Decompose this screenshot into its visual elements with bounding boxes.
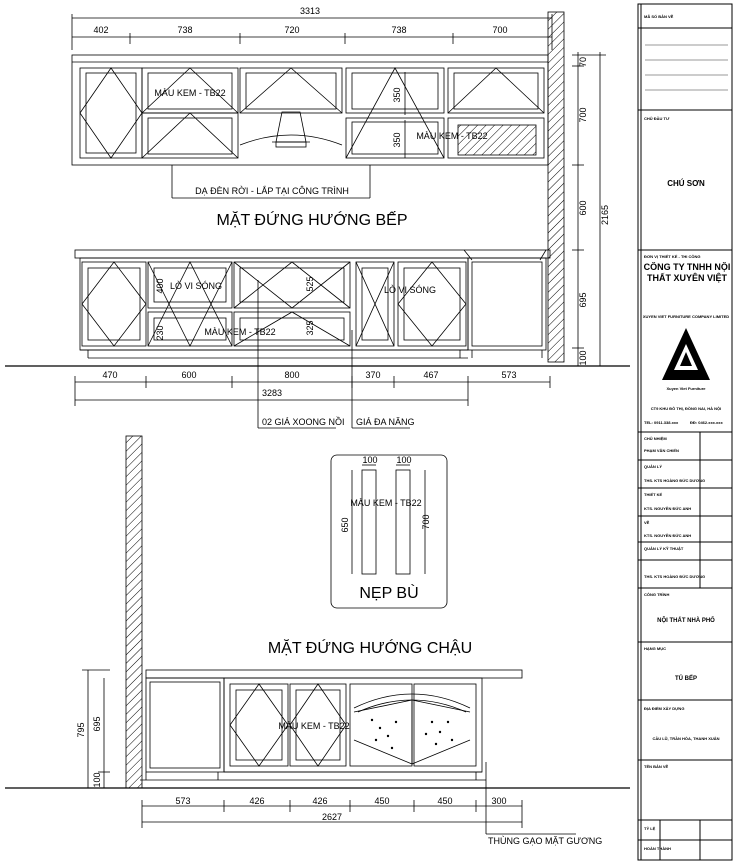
dim-sink-h-cab: 695 bbox=[92, 716, 102, 731]
trim-detail bbox=[330, 454, 448, 609]
tb-location-label: ĐỊA ĐIỂM XÂY DỰNG bbox=[644, 706, 684, 711]
sink-elevation-title: MẶT ĐỨNG HƯỚNG CHẬU bbox=[268, 638, 472, 657]
tb-owner-label: CHỦ ĐẦU TƯ bbox=[644, 116, 670, 121]
tb-item-label: HẠNG MỤC bbox=[644, 646, 666, 651]
tb-location: CẦU LŨ, TRẦN HÒA, THANH XUÂN bbox=[652, 736, 719, 741]
dim-right-600: 600 bbox=[578, 200, 588, 215]
dim-right-70: 70 bbox=[578, 57, 588, 67]
label-light-note: DẠ ĐÈN RỜI - LẮP TẠI CÔNG TRÌNH bbox=[195, 186, 349, 196]
label-color-sink: MÀU KEM - TB22 bbox=[278, 721, 349, 731]
dim-trim-h1: 650 bbox=[340, 517, 350, 532]
tb-name-4: KTS. NGUYỄN ĐỨC ANH bbox=[644, 533, 691, 538]
dim-sink-h-base: 100 bbox=[92, 772, 102, 787]
dim-right-700: 700 bbox=[578, 107, 588, 122]
tb-address: CT9 KHU ĐÔ THỊ, ĐỒNG NAI, HÀ NỘI bbox=[651, 406, 721, 411]
dim-top-4: 738 bbox=[391, 25, 406, 35]
dim-bottom-4: 370 bbox=[365, 370, 380, 380]
sink-door-pattern bbox=[370, 718, 454, 750]
dim-trim-w2: 100 bbox=[396, 455, 411, 465]
tb-scale-label: TỶ LỆ bbox=[644, 826, 656, 831]
sink-elevation bbox=[5, 435, 630, 835]
tb-date-label: HOÀN THÀNH bbox=[644, 846, 671, 851]
dim-sink-h-total: 795 bbox=[76, 722, 86, 737]
label-oven-right: LÒ VI SÓNG bbox=[384, 285, 436, 295]
tb-item: TỦ BẾP bbox=[675, 675, 697, 682]
dim-sink-6: 300 bbox=[491, 796, 506, 806]
label-oven-left: LÒ VI SÓNG bbox=[170, 281, 222, 291]
dim-sink-1: 573 bbox=[175, 796, 190, 806]
dim-sink-2: 426 bbox=[249, 796, 264, 806]
dim-upper-350b: 350 bbox=[392, 132, 402, 147]
dim-bottom-total: 3283 bbox=[262, 388, 282, 398]
tb-sheet-label: TÊN BẢN VẼ bbox=[644, 764, 669, 769]
kitchen-elevation bbox=[5, 11, 630, 429]
tb-role-4: VẼ bbox=[644, 520, 650, 525]
tb-logo-caption: Xuyen Viet Furniture bbox=[666, 386, 706, 391]
tb-role-3: THIẾT KẾ bbox=[644, 492, 663, 497]
dim-right-695: 695 bbox=[578, 292, 588, 307]
label-color-lower: MÀU KEM - TB22 bbox=[204, 327, 275, 337]
tb-role-1: CHỦ NHIỆM bbox=[644, 436, 667, 441]
label-color-upper-left: MÀU KEM - TB22 bbox=[154, 88, 225, 98]
label-color-trim: MÀU KEM - TB22 bbox=[350, 498, 421, 508]
title-block bbox=[637, 3, 733, 861]
dim-lower-400: 400 bbox=[155, 278, 165, 293]
tb-name-1: PHẠM VĂN CHIẾN bbox=[644, 448, 679, 453]
dim-bottom-5: 467 bbox=[423, 370, 438, 380]
dim-right-100: 100 bbox=[578, 350, 588, 365]
dim-bottom-6: 573 bbox=[501, 370, 516, 380]
dim-trim-h2: 700 bbox=[421, 514, 431, 529]
dim-total-top: 3313 bbox=[300, 6, 320, 16]
dim-sink-total: 2627 bbox=[322, 812, 342, 822]
dim-bottom-2: 600 bbox=[181, 370, 196, 380]
tb-drawing-code: MÃ SỐ BẢN VẼ bbox=[644, 14, 674, 19]
dim-bottom-1: 470 bbox=[102, 370, 117, 380]
tb-role-2: QUẢN LÝ bbox=[644, 464, 662, 469]
kitchen-elevation-title: MẶT ĐỨNG HƯỚNG BẾP bbox=[217, 210, 408, 229]
tb-project: NỘI THẤT NHÀ PHỐ bbox=[657, 616, 715, 624]
dim-top-1: 402 bbox=[93, 25, 108, 35]
tb-name-2: THS. KTS HOÀNG ĐỨC DƯƠNG bbox=[644, 478, 705, 483]
dim-lower-230: 230 bbox=[155, 325, 165, 340]
label-multi-rack: GIÁ ĐA NĂNG bbox=[356, 417, 415, 427]
tb-tel: TEL: 0911.338.xxx bbox=[644, 420, 679, 425]
label-pot-rack: 02 GIÁ XOONG NỒI bbox=[262, 416, 345, 427]
dim-lower-325: 325 bbox=[305, 320, 315, 335]
dim-bottom-3: 800 bbox=[284, 370, 299, 380]
dim-upper-350a: 350 bbox=[392, 87, 402, 102]
dim-sink-5: 450 bbox=[437, 796, 452, 806]
tb-name-3: KTS. NGUYỄN ĐỨC ANH bbox=[644, 506, 691, 511]
company-logo bbox=[662, 328, 710, 380]
tb-company-wrap: CÔNG TY TNHH NỘI THẤT XUYÊN VIỆT bbox=[643, 262, 731, 283]
label-rice-bin: THÙNG GẠO MẶT GƯƠNG bbox=[488, 836, 602, 846]
tb-project-label: CÔNG TRÌNH bbox=[644, 592, 669, 597]
label-color-upper-right: MÀU KEM - TB22 bbox=[416, 131, 487, 141]
tb-firm-label: ĐƠN VỊ THIẾT KẾ - THI CÔNG bbox=[644, 254, 701, 259]
tb-role-5: QUẢN LÝ KỸ THUẬT bbox=[644, 546, 684, 551]
dim-sink-4: 450 bbox=[374, 796, 389, 806]
tb-company: CÔNG TY TNHH NỘI THẤT XUYÊN VIỆT bbox=[643, 262, 731, 283]
tb-company-en: XUYEN VIET FURNITURE COMPANY LIMITED bbox=[643, 314, 729, 319]
dim-lower-525: 525 bbox=[305, 276, 315, 291]
tb-name-5: THS. KTS HOÀNG ĐỨC DƯƠNG bbox=[644, 574, 705, 579]
dim-top-3: 720 bbox=[284, 25, 299, 35]
dim-top-2: 738 bbox=[177, 25, 192, 35]
tb-fax: ĐĐ: 0462.xxx.xxx bbox=[690, 420, 723, 425]
dim-trim-w1: 100 bbox=[362, 455, 377, 465]
tb-owner: CHÚ SƠN bbox=[667, 179, 705, 188]
dim-top-5: 700 bbox=[492, 25, 507, 35]
dim-right-total: 2165 bbox=[600, 205, 610, 225]
dim-sink-3: 426 bbox=[312, 796, 327, 806]
trim-title: NẸP BÙ bbox=[359, 583, 418, 602]
